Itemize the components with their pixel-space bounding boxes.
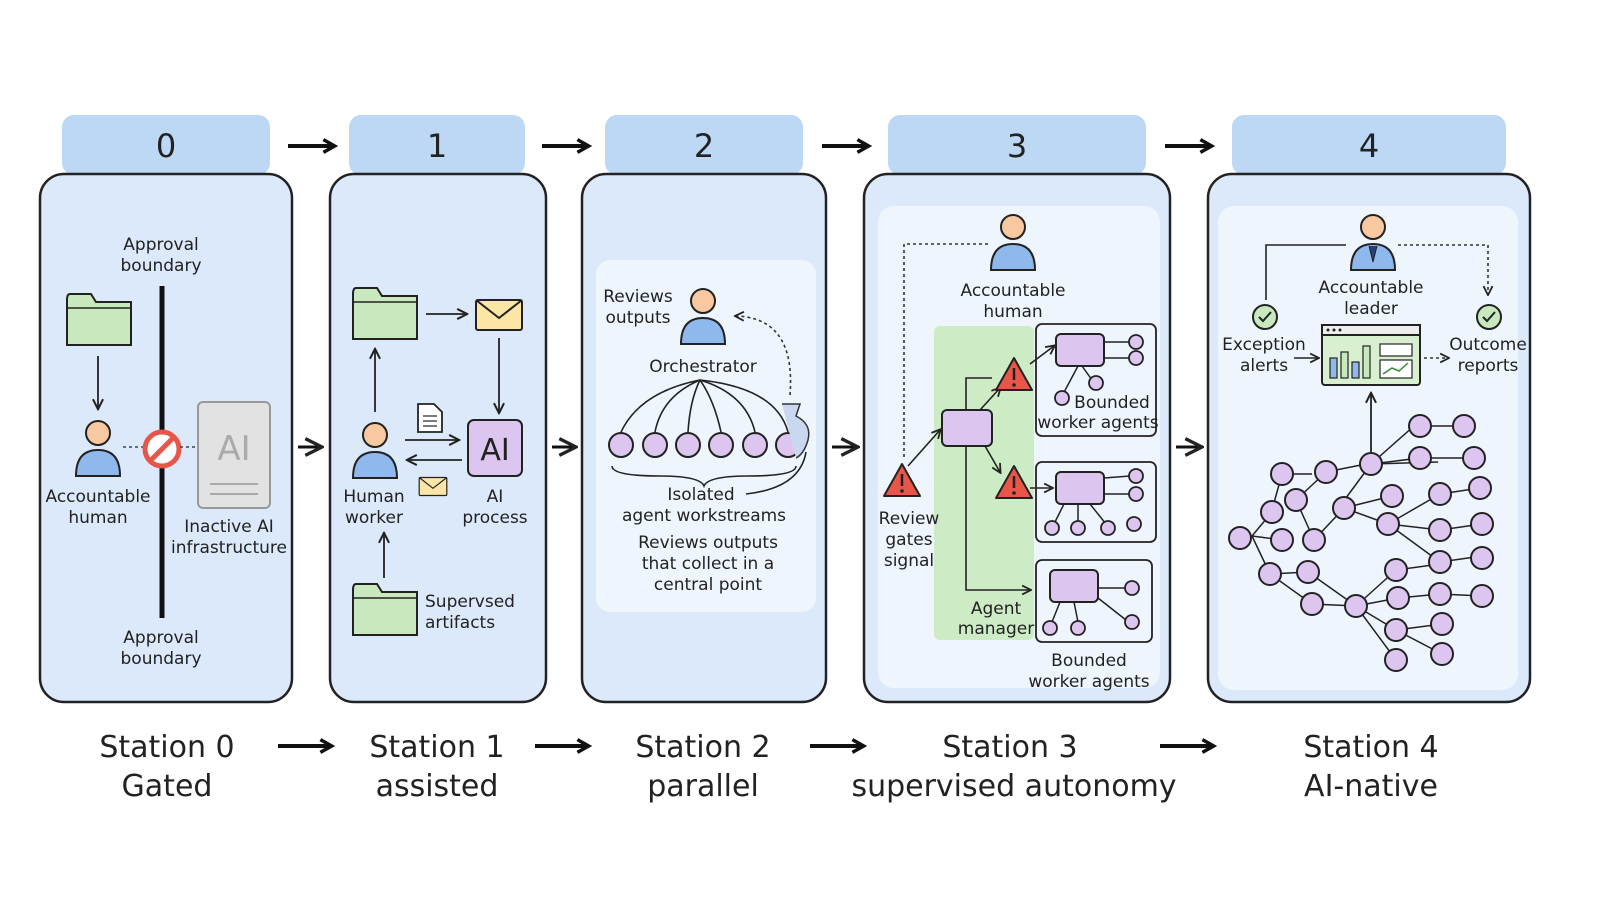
inactive-ai-label: Inactive AI (184, 517, 274, 537)
check-icon (1476, 304, 1502, 330)
review-gates-label-3: signal (884, 551, 934, 571)
envelope-icon (475, 299, 523, 331)
station-number-2: 2 (694, 127, 714, 165)
bounded-worker-agents-bottom-label-2: worker agents (1028, 672, 1149, 692)
inactive-ai-label-2: infrastructure (171, 538, 287, 558)
leader-icon (1350, 214, 1396, 271)
bounded-worker-agents-top-label-2: worker agents (1037, 413, 1158, 433)
accountable-human-label: Accountable (960, 281, 1065, 301)
human-worker-label-2: worker (345, 508, 403, 528)
ai-process-icon: AI (467, 419, 523, 477)
agent-manager-band (934, 326, 1034, 640)
collector-icon (782, 403, 810, 459)
collect-label: Reviews outputs (638, 533, 778, 553)
station-4-content: Accountable leader Exception alerts Outc… (1218, 206, 1527, 690)
document-icon (417, 403, 443, 433)
station-2-caption-subtitle: parallel (647, 769, 759, 804)
station-tab-4: 4 (1232, 115, 1506, 175)
bounded-worker-agents-top-label: Bounded (1074, 393, 1150, 413)
approval-boundary-top-label: Approval (123, 235, 198, 255)
supervised-artifacts-label-2: artifacts (425, 613, 495, 633)
station-0-caption-title: Station 0 (99, 730, 234, 765)
outcome-reports-label: Outcome (1449, 335, 1527, 355)
station-4-caption-subtitle: AI-native (1304, 769, 1438, 804)
inactive-ai-box-label: AI (217, 429, 250, 469)
accountable-human-label: Accountable (45, 487, 150, 507)
collect-label-2: that collect in a (642, 554, 774, 574)
outcome-reports-label-2: reports (1458, 356, 1519, 376)
station-number-1: 1 (427, 127, 447, 165)
isolated-label-2: agent workstreams (622, 506, 786, 526)
station-3-content: Accountable human Bounded worker agents (878, 206, 1160, 692)
agent-manager-node (941, 409, 993, 447)
accountable-human-label-2: human (983, 302, 1042, 322)
workstream-brace (611, 465, 797, 489)
bounded-worker-agents-bottom-label: Bounded (1051, 651, 1127, 671)
agent-network-nodes (1228, 414, 1494, 672)
approval-boundary-top-label-2: boundary (121, 256, 202, 276)
station-number-0: 0 (156, 127, 176, 165)
dashboard-icon (1321, 324, 1421, 386)
station-tab-3: 3 (888, 115, 1146, 175)
blocked-icon (142, 429, 182, 469)
station-tab-1: 1 (349, 115, 525, 175)
orchestrator-label: Orchestrator (649, 357, 757, 377)
station-2-caption-title: Station 2 (635, 730, 770, 765)
station-1-caption-title: Station 1 (369, 730, 504, 765)
ai-process-box-label: AI (480, 433, 509, 468)
station-tab-2: 2 (605, 115, 803, 175)
exception-alerts-label: Exception (1222, 335, 1306, 355)
collect-label-3: central point (654, 575, 762, 595)
station-number-3: 3 (1007, 127, 1027, 165)
ai-process-label: AI (487, 487, 504, 507)
station-4-caption-title: Station 4 (1303, 730, 1438, 765)
inactive-ai-icon: AI (197, 401, 271, 509)
station-1-content: AI Human worker AI process Supervsed art… (343, 287, 528, 636)
check-icon (1252, 304, 1278, 330)
folder-icon (352, 583, 418, 636)
reviews-outputs-label-2: outputs (606, 308, 671, 328)
station-tab-0: 0 (62, 115, 270, 175)
approval-boundary-bottom-label-2: boundary (121, 649, 202, 669)
agent-manager-label: Agent (971, 599, 1022, 619)
review-gates-label: Review (879, 509, 940, 529)
accountable-leader-label-2: leader (1344, 299, 1398, 319)
accountable-human-label-2: human (68, 508, 127, 528)
captions: Station 0 Gated Station 1 assisted Stati… (99, 730, 1438, 804)
exception-alerts-label-2: alerts (1240, 356, 1288, 376)
human-worker-label: Human (343, 487, 404, 507)
folder-icon (352, 287, 418, 340)
station-1-caption-subtitle: assisted (376, 769, 499, 804)
station-3-caption-subtitle: supervised autonomy (851, 769, 1176, 804)
station-0-content: Approval boundary AI Accountable human I… (45, 235, 287, 669)
review-gates-label-2: gates (885, 530, 932, 550)
agent-manager-label-2: manager (958, 619, 1034, 639)
folder-icon (66, 293, 132, 346)
station-number-4: 4 (1359, 127, 1379, 165)
accountable-leader-label: Accountable (1318, 278, 1423, 298)
station-3-caption-title: Station 3 (942, 730, 1077, 765)
station-2-content: Reviews outputs Orchestrator Isolated ag… (596, 260, 816, 612)
envelope-icon (418, 476, 448, 497)
approval-boundary-bottom-label: Approval (123, 628, 198, 648)
supervised-artifacts-label: Supervsed (425, 592, 515, 612)
reviews-outputs-label: Reviews (603, 287, 673, 307)
station-0-caption-subtitle: Gated (122, 769, 213, 804)
isolated-label: Isolated (667, 485, 734, 505)
workstream-lines (620, 379, 789, 433)
ai-process-label-2: process (462, 508, 527, 528)
